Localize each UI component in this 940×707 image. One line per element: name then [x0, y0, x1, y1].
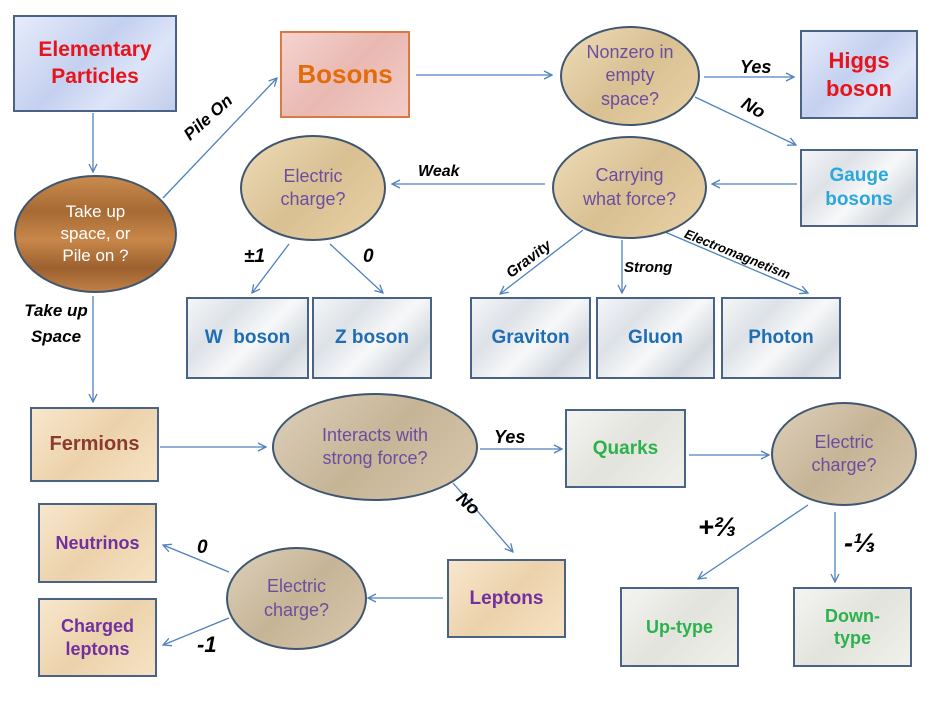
zero-neutrino-label: 0 [197, 537, 208, 558]
fermions-box: Fermions [30, 407, 159, 482]
w-boson-label: W boson [204, 327, 291, 349]
arrow-pile-on [162, 78, 277, 199]
arrow-charge-to-z [329, 243, 383, 293]
lepton-electric-charge-label: Electric charge? [263, 576, 330, 620]
elementary-particles-label: Elementary Particles [38, 38, 152, 88]
higgs-boson-box: Higgs boson [800, 30, 918, 119]
zero-boson-label: 0 [363, 246, 374, 267]
bosons-label: Bosons [297, 59, 393, 90]
graviton-box: Graviton [470, 297, 591, 379]
charged-leptons-label: Charged leptons [60, 616, 134, 659]
boson-electric-charge-label: Electric charge? [280, 165, 346, 209]
leptons-label: Leptons [469, 587, 544, 609]
bosons-box: Bosons [280, 31, 410, 118]
fermions-label: Fermions [49, 433, 140, 455]
quark-electric-charge-label: Electric charge? [811, 431, 877, 475]
z-boson-label: Z boson [335, 327, 409, 349]
take-up-space-or-pile-on-label: Take up space, or Pile on ? [60, 201, 131, 266]
leptons-box: Leptons [447, 559, 566, 638]
photon-box: Photon [721, 297, 841, 379]
weak-label: Weak [418, 163, 460, 180]
graviton-label: Graviton [491, 327, 570, 349]
interacts-strong-force-label: Interacts with strong force? [321, 424, 429, 468]
down-type-box: Down-type [793, 587, 912, 667]
elementary-particles-box: Elementary Particles [13, 15, 177, 112]
lepton-electric-charge-ellipse: Electric charge? [226, 547, 367, 650]
take-up-space-label: Take up Space [24, 298, 88, 351]
arrow-electromagnetism [664, 231, 808, 293]
charged-leptons-box: Charged leptons [38, 598, 157, 677]
higgs-yes-label: Yes [740, 57, 772, 77]
quark-electric-charge-ellipse: Electric charge? [771, 402, 917, 506]
arrow-interacts-to-leptons [452, 482, 513, 552]
gauge-bosons-label: Gauge bosons [825, 165, 893, 210]
arrow-gravity [500, 229, 584, 294]
gluon-box: Gluon [596, 297, 715, 379]
take-up-space-text: Take up Space [24, 301, 88, 347]
arrow-charge-to-charged [163, 617, 230, 645]
strong-label: Strong [624, 259, 673, 276]
take-up-space-or-pile-on-ellipse: Take up space, or Pile on ? [14, 175, 177, 293]
neutrinos-box: Neutrinos [38, 503, 157, 583]
arrow-charge-to-w [252, 243, 290, 293]
quarks-box: Quarks [565, 409, 686, 488]
arrow-charge-to-up [698, 504, 809, 579]
interacts-strong-force-ellipse: Interacts with strong force? [272, 393, 478, 501]
up-type-box: Up-type [620, 587, 739, 667]
gluon-label: Gluon [628, 327, 683, 349]
strong-yes-label: Yes [494, 427, 526, 447]
boson-electric-charge-ellipse: Electric charge? [240, 135, 386, 241]
up-type-label: Up-type [646, 616, 713, 637]
gauge-bosons-box: Gauge bosons [800, 149, 918, 227]
arrow-charge-to-neutrinos [163, 545, 230, 573]
higgs-boson-label: Higgs boson [826, 48, 892, 101]
plus-minus-one-label: ±1 [244, 246, 265, 267]
minus-one-third-label: -⅓ [844, 528, 876, 558]
minus-one-label: -1 [197, 632, 217, 657]
carrying-force-ellipse: Carrying what force? [552, 136, 707, 239]
neutrinos-label: Neutrinos [55, 532, 140, 553]
down-type-label: Down-type [825, 605, 880, 649]
z-boson-box: Z boson [312, 297, 432, 379]
quarks-label: Quarks [592, 437, 659, 459]
arrow-nonzero-to-gauge [694, 96, 796, 145]
w-boson-box: W boson [186, 297, 309, 379]
nonzero-empty-space-ellipse: Nonzero in empty space? [560, 26, 700, 126]
plus-two-thirds-label: +⅔ [698, 512, 737, 542]
photon-label: Photon [748, 327, 814, 349]
nonzero-empty-space-label: Nonzero in empty space? [586, 41, 674, 109]
carrying-force-label: Carrying what force? [582, 165, 677, 209]
